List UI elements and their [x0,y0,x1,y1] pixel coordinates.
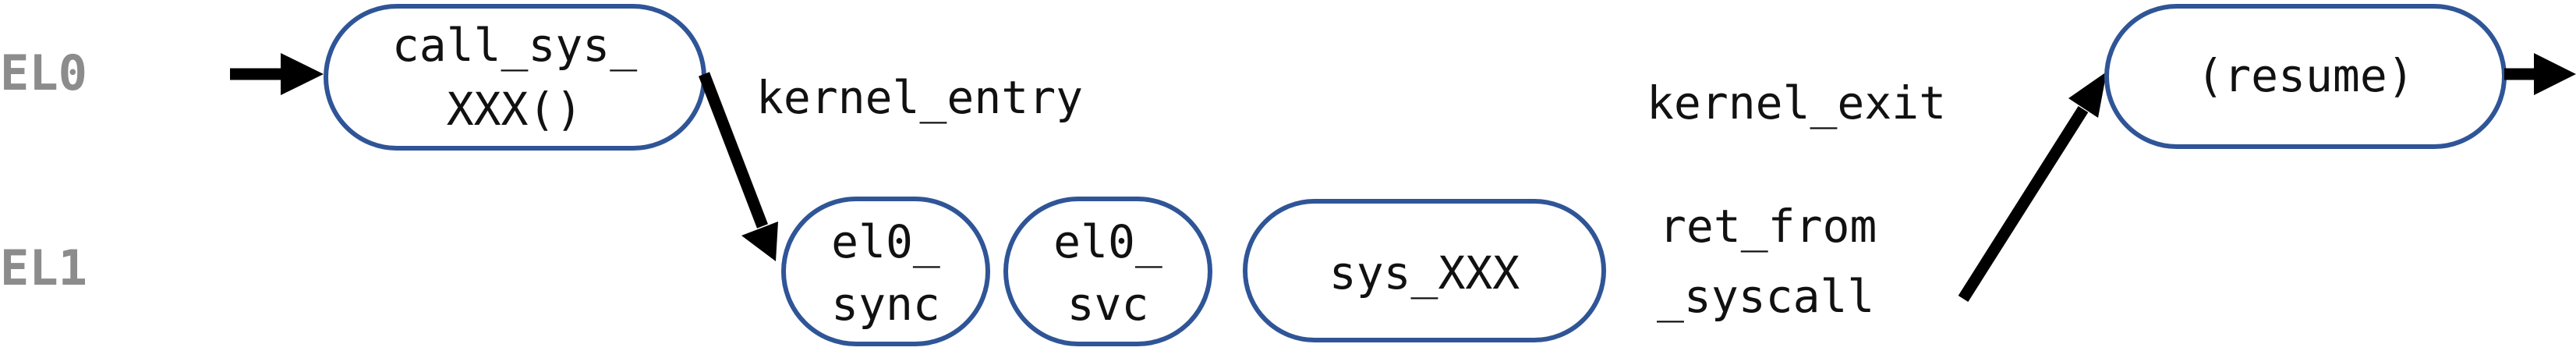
node-el0-svc-line1: el0_ [1053,215,1162,268]
node-call-sys-xxx: call_sys_ XXX() [324,4,706,151]
node-el0-sync-line1: el0_ [831,215,940,268]
node-el0-sync-line2: sync [831,278,940,331]
node-resume-line1: (resume) [2196,49,2414,102]
arrow-kernel-exit [1958,72,2107,303]
node-sys-xxx-line1: sys_XXX [1329,246,1520,300]
node-call-sys-xxx-line2: XXX() [447,83,583,136]
node-el0-svc-shape [1003,197,1212,346]
node-el0-sync-shape [781,197,990,346]
ret-from-syscall-label-line1: ret_from [1659,200,1877,253]
arrow-resume-out [2504,53,2576,95]
node-resume: (resume) [2104,4,2507,149]
kernel-entry-label: kernel_entry [756,71,1083,124]
arrow-kernel-entry [698,72,778,261]
node-el0-svc-line2: svc [1067,278,1149,331]
level-label-el0: EL0 [0,44,87,101]
ret-from-syscall-label-line2: _syscall [1657,270,1874,323]
arrow-entry-in [230,53,324,95]
kernel-exit-label: kernel_exit [1647,76,1946,129]
node-call-sys-xxx-line1: call_sys_ [392,19,637,72]
node-el0-svc: el0_ svc [1003,197,1212,346]
node-sys-xxx-shape [1243,199,1606,342]
node-el0-sync: el0_ sync [781,197,990,346]
node-sys-xxx: sys_XXX [1243,199,1606,342]
level-label-el1: EL1 [0,239,87,296]
